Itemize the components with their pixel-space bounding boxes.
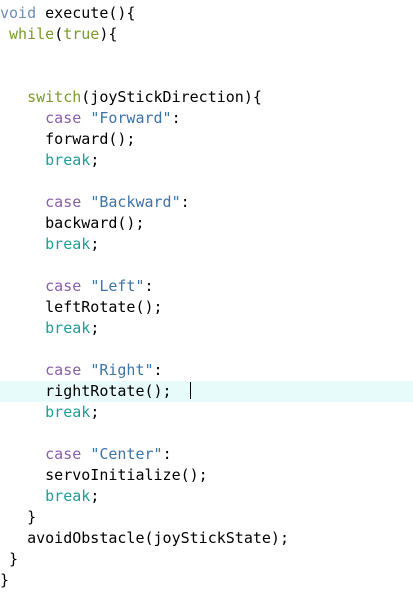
code-token: [0, 445, 45, 463]
code-token: case: [45, 277, 82, 295]
code-token: [0, 109, 45, 127]
code-token: [81, 361, 90, 379]
code-line[interactable]: }: [0, 507, 413, 528]
code-token: }: [0, 508, 37, 526]
code-token: switch: [27, 88, 82, 106]
code-token: [81, 277, 90, 295]
code-line-current[interactable]: rightRotate();: [0, 381, 413, 402]
code-line[interactable]: case "Backward":: [0, 192, 413, 213]
code-line[interactable]: break;: [0, 486, 413, 507]
code-line[interactable]: [0, 255, 413, 276]
code-token: servoInitialize();: [0, 466, 208, 484]
code-token: "Right": [90, 361, 154, 379]
code-line[interactable]: }: [0, 570, 413, 591]
code-token: "Left": [90, 277, 145, 295]
code-line[interactable]: [0, 339, 413, 360]
code-line[interactable]: case "Center":: [0, 444, 413, 465]
code-token: leftRotate();: [0, 298, 163, 316]
code-token: break: [45, 319, 91, 337]
code-line[interactable]: backward();: [0, 213, 413, 234]
code-token: break: [45, 487, 91, 505]
code-token: (: [54, 25, 64, 43]
code-token: }: [0, 550, 19, 568]
code-token: (joyStickDirection){: [81, 88, 262, 106]
code-line[interactable]: [0, 45, 413, 66]
text-cursor: [189, 382, 191, 399]
code-line[interactable]: avoidObstacle(joyStickState);: [0, 528, 413, 549]
code-line[interactable]: break;: [0, 234, 413, 255]
code-token: :: [180, 193, 190, 211]
code-token: [0, 88, 27, 106]
code-line[interactable]: leftRotate();: [0, 297, 413, 318]
code-line[interactable]: switch(joyStickDirection){: [0, 87, 413, 108]
code-line[interactable]: case "Left":: [0, 276, 413, 297]
code-token: :: [144, 277, 154, 295]
code-token: "Backward": [90, 193, 181, 211]
code-token: "Center": [90, 445, 163, 463]
code-token: break: [45, 235, 91, 253]
code-line[interactable]: break;: [0, 402, 413, 423]
code-token: execute(){: [36, 4, 136, 22]
code-token: "Forward": [90, 109, 172, 127]
code-line[interactable]: servoInitialize();: [0, 465, 413, 486]
code-token: rightRotate();: [0, 382, 190, 400]
code-token: void: [0, 4, 37, 22]
code-token: :: [153, 361, 163, 379]
code-token: break: [45, 151, 91, 169]
code-token: ;: [90, 487, 100, 505]
code-line[interactable]: break;: [0, 318, 413, 339]
code-token: avoidObstacle(joyStickState);: [0, 529, 289, 547]
code-token: :: [171, 109, 181, 127]
code-line[interactable]: void execute(){: [0, 3, 413, 24]
code-token: ;: [90, 151, 100, 169]
code-line[interactable]: break;: [0, 150, 413, 171]
code-token: case: [45, 109, 82, 127]
code-token: ;: [90, 319, 100, 337]
code-token: [0, 319, 45, 337]
code-token: [0, 193, 45, 211]
code-token: [0, 151, 45, 169]
code-token: ;: [90, 403, 100, 421]
code-token: ;: [90, 235, 100, 253]
code-line[interactable]: forward();: [0, 129, 413, 150]
code-token: forward();: [0, 130, 136, 148]
code-line[interactable]: [0, 423, 413, 444]
code-line[interactable]: while(true){: [0, 24, 413, 45]
code-token: true: [63, 25, 100, 43]
code-token: [0, 403, 45, 421]
code-token: break: [45, 403, 91, 421]
code-token: [0, 361, 45, 379]
code-line[interactable]: case "Forward":: [0, 108, 413, 129]
code-token: case: [45, 445, 82, 463]
code-token: [81, 193, 90, 211]
code-token: backward();: [0, 214, 145, 232]
code-line[interactable]: }: [0, 549, 413, 570]
code-token: [0, 25, 9, 43]
code-token: [0, 235, 45, 253]
code-token: [81, 109, 90, 127]
code-token: [0, 277, 45, 295]
code-token: ){: [99, 25, 118, 43]
code-token: [81, 445, 90, 463]
code-line[interactable]: [0, 66, 413, 87]
code-token: [0, 487, 45, 505]
code-line[interactable]: case "Right":: [0, 360, 413, 381]
code-token: }: [0, 571, 10, 589]
code-line[interactable]: [0, 171, 413, 192]
code-token: while: [9, 25, 55, 43]
code-token: case: [45, 193, 82, 211]
code-token: case: [45, 361, 82, 379]
code-token: :: [162, 445, 172, 463]
